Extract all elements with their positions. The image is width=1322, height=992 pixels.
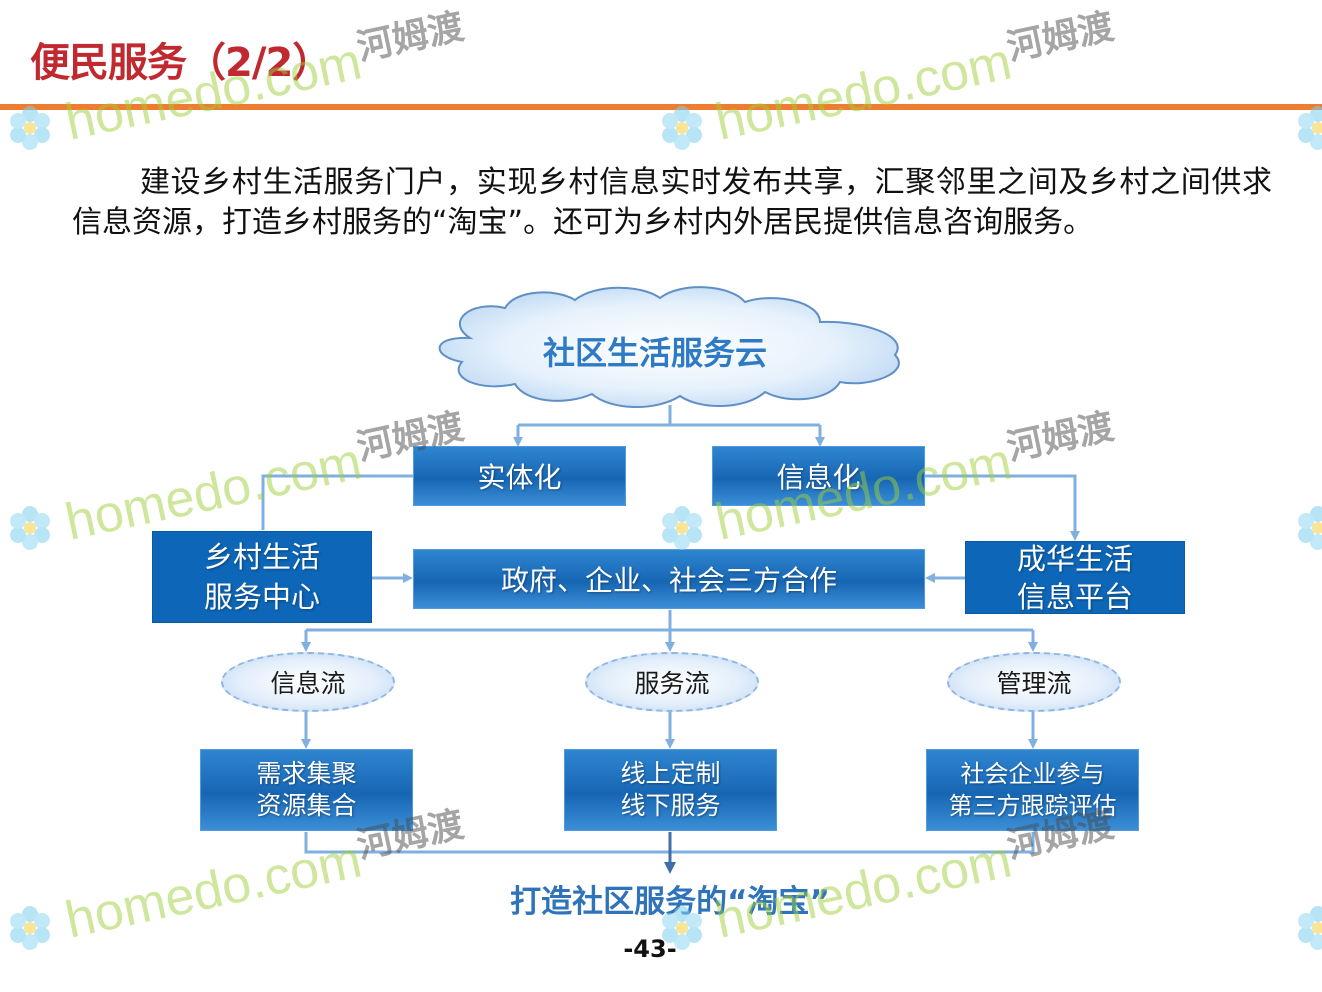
cloud-label: 社区生活服务云 [542, 334, 767, 372]
flow-info-ellipse: 信息流 [221, 652, 395, 712]
chenghua-info-platform-label: 成华生活 信息平台 [1016, 541, 1133, 614]
flow-info-label: 信息流 [270, 669, 346, 698]
flow-service-label: 服务流 [634, 669, 710, 698]
page-title: 便民服务（2/2） [30, 40, 332, 86]
output-online-label: 线上定制 线下服务 [620, 759, 721, 820]
branch-physical-box: 实体化 [413, 446, 626, 506]
output-demand-box: 需求集聚 资源集合 [200, 749, 413, 831]
intro-paragraph: 建设乡村生活服务门户，实现乡村信息实时发布共享，汇聚邻里之间及乡村之间供求信息资… [72, 165, 1272, 240]
result-caption: 打造社区服务的“淘宝” [510, 884, 830, 920]
title-divider [0, 104, 1322, 110]
output-social-label: 社会企业参与 第三方跟踪评估 [948, 760, 1117, 820]
page-number: -43- [623, 935, 677, 963]
rural-service-center-label: 乡村生活 服务中心 [203, 540, 320, 614]
tripartite-cooperation-box: 政府、企业、社会三方合作 [413, 549, 925, 609]
tripartite-cooperation-label: 政府、企业、社会三方合作 [500, 564, 837, 597]
branch-info-label: 信息化 [776, 461, 861, 494]
flow-management-label: 管理流 [996, 669, 1072, 698]
output-demand-label: 需求集聚 资源集合 [256, 759, 357, 820]
branch-info-box: 信息化 [712, 446, 925, 506]
output-online-box: 线上定制 线下服务 [564, 749, 777, 831]
flow-service-ellipse: 服务流 [585, 652, 759, 712]
flow-management-ellipse: 管理流 [947, 652, 1121, 712]
branch-physical-label: 实体化 [477, 461, 562, 494]
chenghua-info-platform-box: 成华生活 信息平台 [965, 541, 1185, 614]
rural-service-center-box: 乡村生活 服务中心 [152, 531, 372, 623]
output-social-box: 社会企业参与 第三方跟踪评估 [926, 749, 1139, 831]
cloud-shape [438, 286, 900, 408]
